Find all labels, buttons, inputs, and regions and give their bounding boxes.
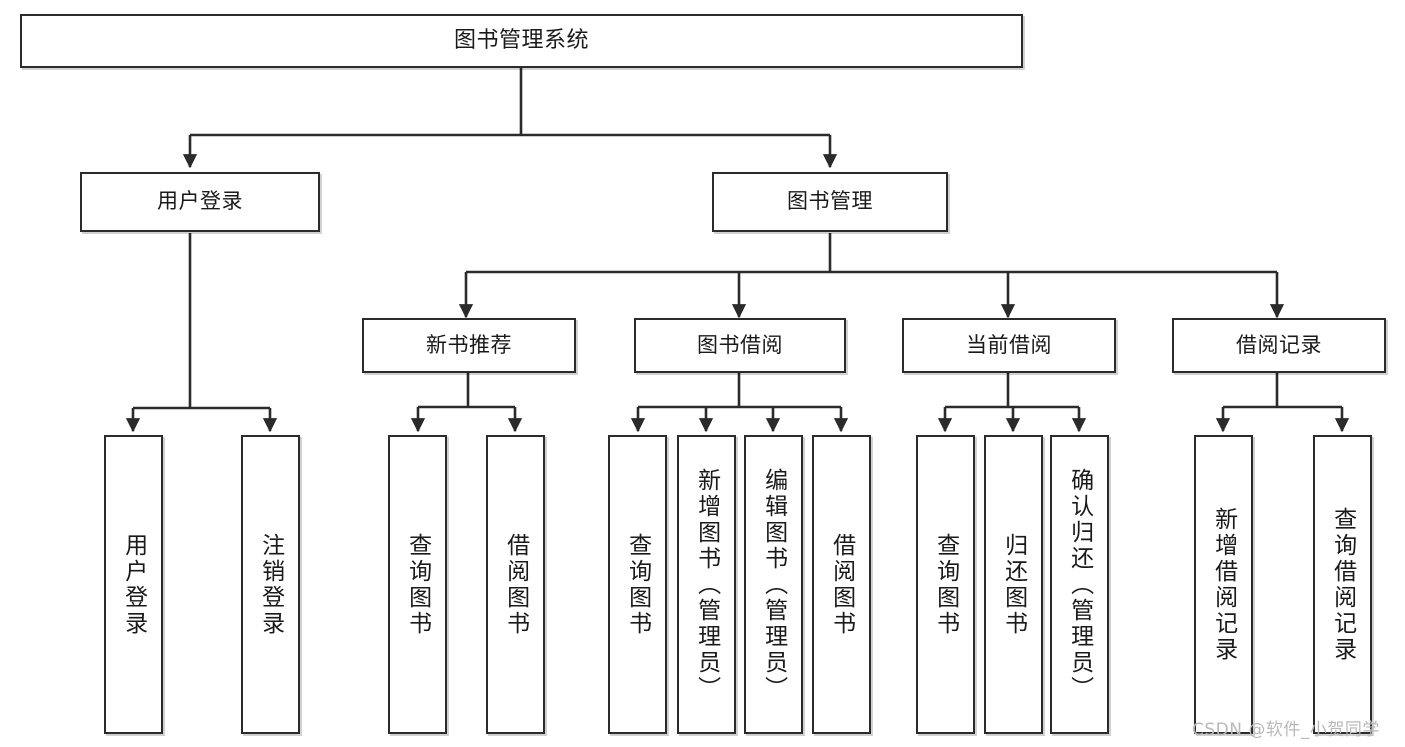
leaf-user-login[interactable]: 用户登录 — [104, 435, 163, 734]
node-label: 新增图书（管理员） — [693, 467, 720, 702]
node-book-borrow[interactable]: 图书借阅 — [634, 318, 846, 373]
leaf-add-book-admin[interactable]: 新增图书（管理员） — [677, 435, 736, 734]
node-root-system[interactable]: 图书管理系统 — [20, 14, 1023, 68]
node-label: 用户登录 — [120, 532, 147, 637]
node-book-manage[interactable]: 图书管理 — [712, 172, 948, 232]
leaf-confirm-return-admin[interactable]: 确认归还（管理员） — [1050, 435, 1109, 734]
leaf-add-borrow-record[interactable]: 新增借阅记录 — [1194, 435, 1253, 734]
node-label: 借阅记录 — [1236, 332, 1322, 357]
leaf-edit-book-admin[interactable]: 编辑图书（管理员） — [744, 435, 803, 734]
node-label: 当前借阅 — [966, 332, 1052, 357]
node-label: 图书借阅 — [697, 332, 783, 357]
node-label: 注销登录 — [257, 532, 284, 637]
node-new-book-rec[interactable]: 新书推荐 — [362, 318, 576, 373]
node-label: 编辑图书（管理员） — [760, 467, 787, 702]
node-current-borrow[interactable]: 当前借阅 — [902, 318, 1116, 373]
leaf-borrow-book-new[interactable]: 借阅图书 — [486, 435, 545, 734]
leaf-query-book-new[interactable]: 查询图书 — [388, 435, 447, 734]
node-label: 新增借阅记录 — [1210, 506, 1237, 663]
node-label: 查询图书 — [404, 532, 431, 637]
node-label: 新书推荐 — [426, 332, 512, 357]
node-label: 查询图书 — [624, 532, 651, 637]
leaf-logout-login[interactable]: 注销登录 — [241, 435, 300, 734]
node-label: 用户登录 — [157, 189, 243, 214]
node-label: 查询图书 — [932, 532, 959, 637]
csdn-watermark: CSDN @软件_小贺同学 — [1192, 720, 1380, 740]
leaf-return-book[interactable]: 归还图书 — [984, 435, 1043, 734]
node-label: 确认归还（管理员） — [1066, 467, 1093, 702]
leaf-query-book-current[interactable]: 查询图书 — [916, 435, 975, 734]
leaf-query-borrow-record[interactable]: 查询借阅记录 — [1313, 435, 1372, 734]
node-user-login[interactable]: 用户登录 — [80, 172, 320, 232]
node-label: 借阅图书 — [828, 532, 855, 637]
node-label: 借阅图书 — [502, 532, 529, 637]
leaf-borrow-book-borrow[interactable]: 借阅图书 — [812, 435, 871, 734]
node-borrow-record[interactable]: 借阅记录 — [1172, 318, 1386, 373]
node-label: 图书管理 — [787, 189, 873, 214]
node-label: 归还图书 — [1000, 532, 1027, 637]
leaf-query-book-borrow[interactable]: 查询图书 — [608, 435, 667, 734]
node-label: 查询借阅记录 — [1329, 506, 1356, 663]
node-label: 图书管理系统 — [453, 27, 589, 53]
